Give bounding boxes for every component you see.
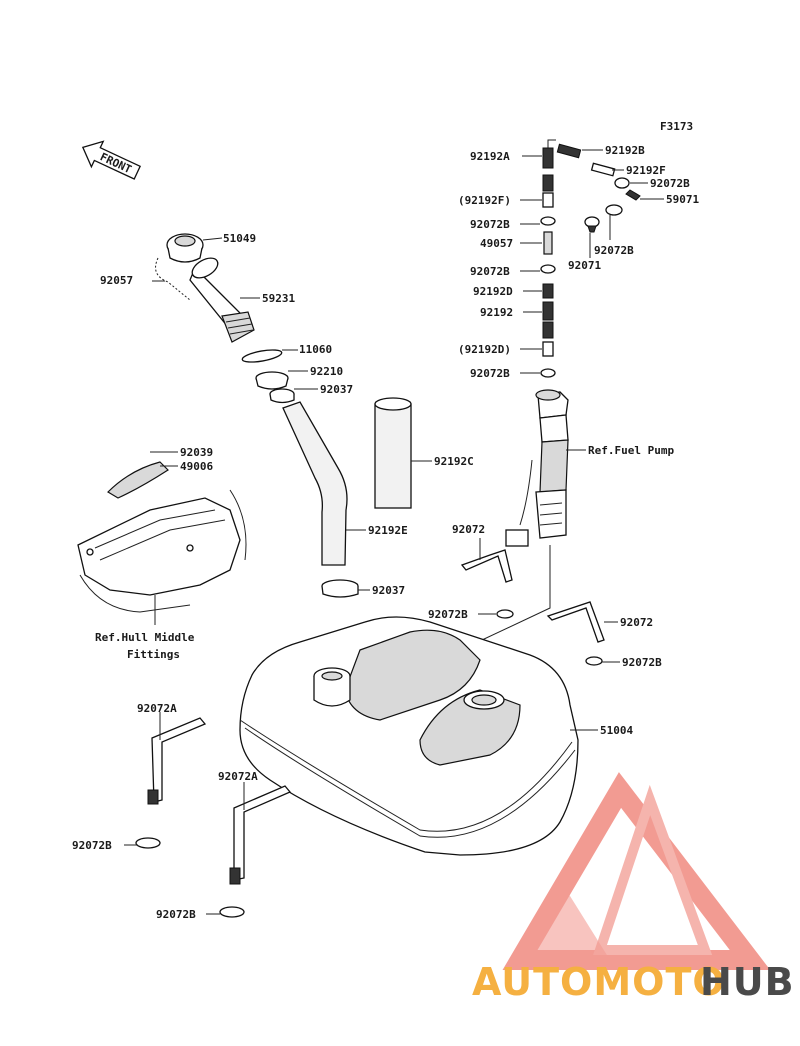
front-label: FRONT	[98, 150, 134, 176]
label-92072A-1: 92072A	[137, 702, 177, 715]
vent-spring-d	[542, 283, 554, 299]
vent-spring-main	[542, 301, 554, 321]
vent-hose-paren-d	[542, 341, 554, 357]
vent-clip-2	[540, 264, 556, 274]
fuel-pump-part	[505, 389, 569, 547]
clip-bottom-left-2	[219, 906, 245, 918]
vent-valve-part	[625, 189, 641, 201]
vent-clip-1	[540, 216, 556, 226]
label-92037-top: 92037	[320, 383, 353, 396]
clip-right	[585, 656, 603, 666]
watermark-part1: AUTOMOTO	[472, 960, 726, 1004]
hull-fittings-part	[77, 489, 247, 613]
vent-spring-hose-a	[542, 147, 554, 169]
label-92072-b: 92072	[620, 616, 653, 629]
label-92192D: 92192D	[473, 285, 513, 298]
clamp-part-bottom	[321, 579, 359, 598]
label-92072B-right: 92072B	[622, 656, 662, 669]
label-92072B-top: 92072B	[650, 177, 690, 190]
vent-clip-3	[540, 368, 556, 378]
label-92192: 92192	[480, 306, 513, 319]
label-92072B-l1: 92072B	[470, 218, 510, 231]
label-92039: 92039	[180, 446, 213, 459]
vent-line	[547, 139, 556, 148]
fuel-tank-part	[239, 616, 579, 856]
label-92072A-2: 92072A	[218, 770, 258, 783]
vent-hose-paren-f	[542, 192, 554, 208]
ref-hull-line1: Ref.Hull Middle	[95, 631, 195, 644]
vent-clip-top	[614, 177, 630, 189]
clamp-part-top	[269, 388, 295, 404]
label-92192A: 92192A	[470, 150, 510, 163]
strap-92072-b	[546, 601, 605, 643]
watermark-part2: HUB	[700, 960, 795, 1004]
filler-neck-part	[189, 257, 255, 343]
ref-fuel-pump: Ref.Fuel Pump	[588, 444, 674, 457]
label-59071: 59071	[666, 193, 699, 206]
vent-clip-pair	[584, 204, 623, 233]
label-92192B: 92192B	[605, 144, 645, 157]
label-92072B-bl2: 92072B	[156, 908, 196, 921]
vent-pipe-part	[543, 231, 553, 255]
label-92072B-r: 92072B	[594, 244, 634, 257]
bent-hose-part	[282, 401, 348, 566]
label-92192C: 92192C	[434, 455, 474, 468]
label-92071: 92071	[568, 259, 601, 272]
label-92057: 92057	[100, 274, 133, 287]
label-92192E: 92192E	[368, 524, 408, 537]
label-11060: 11060	[299, 343, 332, 356]
label-92192D-paren: (92192D)	[458, 343, 511, 356]
strap-92072A-1	[147, 717, 207, 805]
vent-spring-paren	[542, 174, 554, 192]
label-92072B-bl1: 92072B	[72, 839, 112, 852]
cover-part	[107, 461, 169, 499]
label-49006: 49006	[180, 460, 213, 473]
label-51004: 51004	[600, 724, 633, 737]
label-92072B-l2: 92072B	[470, 265, 510, 278]
ref-hull-line2: Fittings	[127, 648, 180, 661]
fuel-cap-part	[166, 233, 204, 263]
vent-spring-hose-b	[556, 143, 582, 159]
label-92210: 92210	[310, 365, 343, 378]
tether-part	[155, 257, 191, 301]
strap-92072A-2	[229, 785, 292, 885]
nut-part	[255, 371, 289, 390]
label-92072-a: 92072	[452, 523, 485, 536]
vent-hose-f	[590, 162, 616, 177]
label-59231: 59231	[262, 292, 295, 305]
label-92192F: 92192F	[626, 164, 666, 177]
clip-mid	[496, 609, 514, 619]
strap-92072-a	[460, 549, 513, 583]
straight-hose-part	[374, 397, 412, 509]
label-49057: 49057	[480, 237, 513, 250]
front-arrow-icon: FRONT	[81, 140, 142, 180]
gasket-part	[241, 349, 283, 363]
label-92072B-mid: 92072B	[428, 608, 468, 621]
figure-code: F3173	[660, 120, 693, 133]
label-92037-bottom: 92037	[372, 584, 405, 597]
watermark-logo-icon	[502, 772, 771, 970]
label-51049: 51049	[223, 232, 256, 245]
watermark-brand: AUTOMOTO HUB	[472, 960, 795, 1004]
label-92072B-l3: 92072B	[470, 367, 510, 380]
clip-bottom-left-1	[135, 837, 161, 849]
label-92192F-paren: (92192F)	[458, 194, 511, 207]
vent-spring-lower	[542, 321, 554, 339]
